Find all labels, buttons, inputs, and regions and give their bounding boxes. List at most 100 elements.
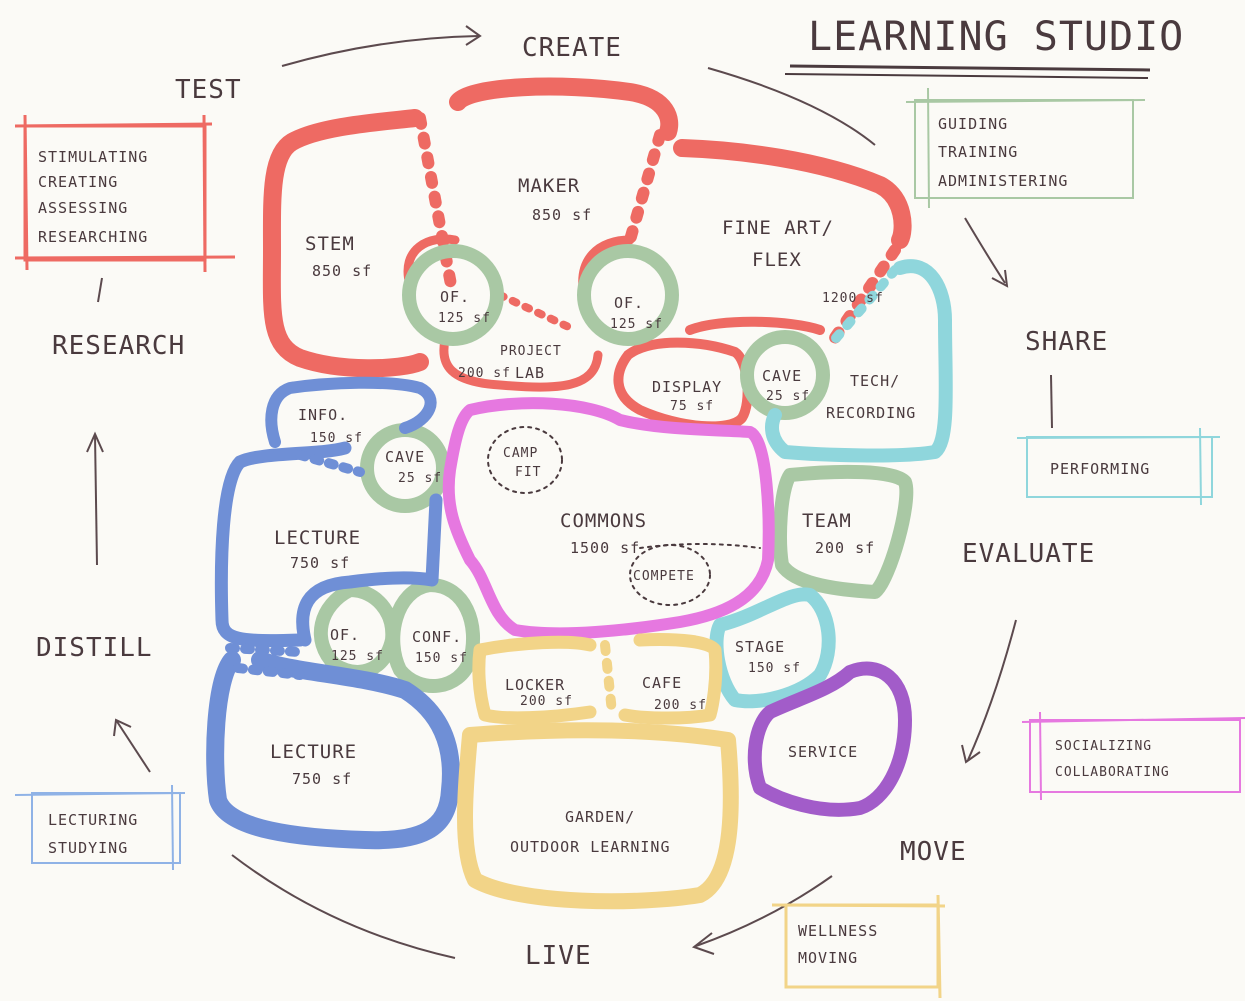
bubble-info <box>265 376 437 448</box>
bubble-garden <box>457 722 739 910</box>
tech-dashed <box>825 265 900 350</box>
lecture-bottom-dashed <box>233 663 305 680</box>
conf-area: 150 sf <box>415 651 468 666</box>
arrow-create-admin <box>707 67 876 146</box>
magenta-box-line-1: SOCIALIZING <box>1055 739 1152 754</box>
locker-name: LOCKER <box>505 676 565 694</box>
of-mid-area: 125 sf <box>610 317 663 332</box>
lecture-top-area: 750 sf <box>290 554 350 572</box>
fine-art-lower-edge <box>685 316 825 335</box>
bubble-stem <box>262 109 429 378</box>
garden-name: GARDEN/ <box>565 808 635 826</box>
project-lab-name: PROJECT <box>500 344 562 359</box>
tech-name-2: RECORDING <box>826 404 916 422</box>
bubble-project-lab <box>439 335 603 392</box>
magenta-activity-box <box>1029 719 1241 793</box>
bubble-service <box>747 661 912 817</box>
lecture-top-name: LECTURE <box>274 527 361 549</box>
bubble-maker <box>449 77 679 141</box>
bubble-stage <box>709 587 836 709</box>
maker-dashed-right <box>624 129 666 246</box>
bubble-locker-cafe <box>472 633 723 725</box>
bubble-display <box>613 337 753 432</box>
arrow-move-live <box>695 875 833 947</box>
lecture-bottom-area: 750 sf <box>292 770 352 788</box>
conf-name: CONF. <box>412 628 462 646</box>
of-left-area: 125 sf <box>438 311 491 326</box>
bubble-fine-art <box>673 139 912 249</box>
display-area: 75 sf <box>670 399 714 414</box>
cycle-arrows <box>86 25 1053 959</box>
lecture-dashed <box>225 643 305 657</box>
space-labels: STEM 850 sf MAKER 850 sf FINE ART/ FLEX … <box>270 175 916 856</box>
project-lab-name-2: LAB <box>515 364 545 382</box>
space-bubbles <box>206 77 953 910</box>
green-activity-box <box>914 99 1134 199</box>
red-box-line-1: STIMULATING <box>38 148 148 166</box>
display-name: DISPLAY <box>652 378 722 396</box>
maker-dashed-left <box>414 112 458 296</box>
bubble-cave-left <box>360 423 450 513</box>
fine-art-name-2: FLEX <box>752 249 802 271</box>
label-create: CREATE <box>522 33 622 63</box>
blue-box-line-2: STUDYING <box>48 839 128 857</box>
arrow-distill-research <box>94 434 98 566</box>
team-name: TEAM <box>802 510 852 532</box>
compete-dotted-line <box>639 543 761 549</box>
cafe-area: 200 sf <box>654 698 707 713</box>
red-box-line-3: ASSESSING <box>38 199 128 217</box>
activity-boxes <box>14 87 1245 999</box>
red-box-line-2: CREATING <box>38 173 118 191</box>
camp-fit-name-2: FIT <box>515 465 541 480</box>
info-area: 150 sf <box>310 431 363 446</box>
stage-name: STAGE <box>735 638 785 656</box>
stem-name: STEM <box>305 233 355 255</box>
cyan-box-line-1: PERFORMING <box>1050 460 1150 478</box>
green-box-line-1: GUIDING <box>938 115 1008 133</box>
arrow-distill <box>115 719 151 773</box>
green-box-line-2: TRAINING <box>938 143 1018 161</box>
service-name: SERVICE <box>788 743 858 761</box>
locker-cafe-dashed <box>600 640 617 717</box>
title: LEARNING STUDIO <box>808 14 1184 60</box>
project-lab-dashed <box>496 291 579 334</box>
camp-fit-name: CAMP <box>503 446 538 461</box>
bubble-of-mid <box>577 244 679 346</box>
lecture-bottom-name: LECTURE <box>270 741 357 763</box>
label-move: MOVE <box>900 837 967 867</box>
of-low-area: 125 sf <box>331 649 384 664</box>
stem-area: 850 sf <box>312 262 372 280</box>
team-area: 200 sf <box>815 539 875 557</box>
cave-right-area: 25 sf <box>766 389 810 404</box>
info-dashed <box>295 450 365 477</box>
of-low-name: OF. <box>330 626 360 644</box>
bubble-tech-recording <box>765 259 953 463</box>
bubble-lecture-top <box>214 441 352 648</box>
label-test: TEST <box>175 75 242 105</box>
of-mid-name: OF. <box>614 294 644 312</box>
tech-name: TECH/ <box>850 372 900 390</box>
info-name: INFO. <box>298 406 348 424</box>
project-lab-area: 200 sf <box>458 366 511 381</box>
blue-box-line-1: LECTURING <box>48 811 138 829</box>
bubble-conf <box>386 578 481 693</box>
bubble-lecture-bottom <box>206 651 460 850</box>
bubble-commons <box>442 397 775 640</box>
green-box-line-3: ADMINISTERING <box>938 172 1068 190</box>
maker-name: MAKER <box>518 175 580 197</box>
garden-name-2: OUTDOOR LEARNING <box>510 838 671 856</box>
locker-area: 200 sf <box>520 694 573 709</box>
label-distill: DISTILL <box>36 633 153 663</box>
bubble-of-left <box>402 244 504 346</box>
maker-area: 850 sf <box>532 206 592 224</box>
bubble-cave-right <box>740 330 830 420</box>
label-research: RESEARCH <box>52 331 185 361</box>
arrow-evaluate-move <box>967 619 1017 761</box>
cafe-name: CAFE <box>642 674 682 692</box>
label-share: SHARE <box>1025 327 1108 357</box>
camp-fit-dotted <box>487 426 563 494</box>
arrow-share-performing <box>1050 374 1053 429</box>
compete-name: COMPETE <box>633 569 695 584</box>
